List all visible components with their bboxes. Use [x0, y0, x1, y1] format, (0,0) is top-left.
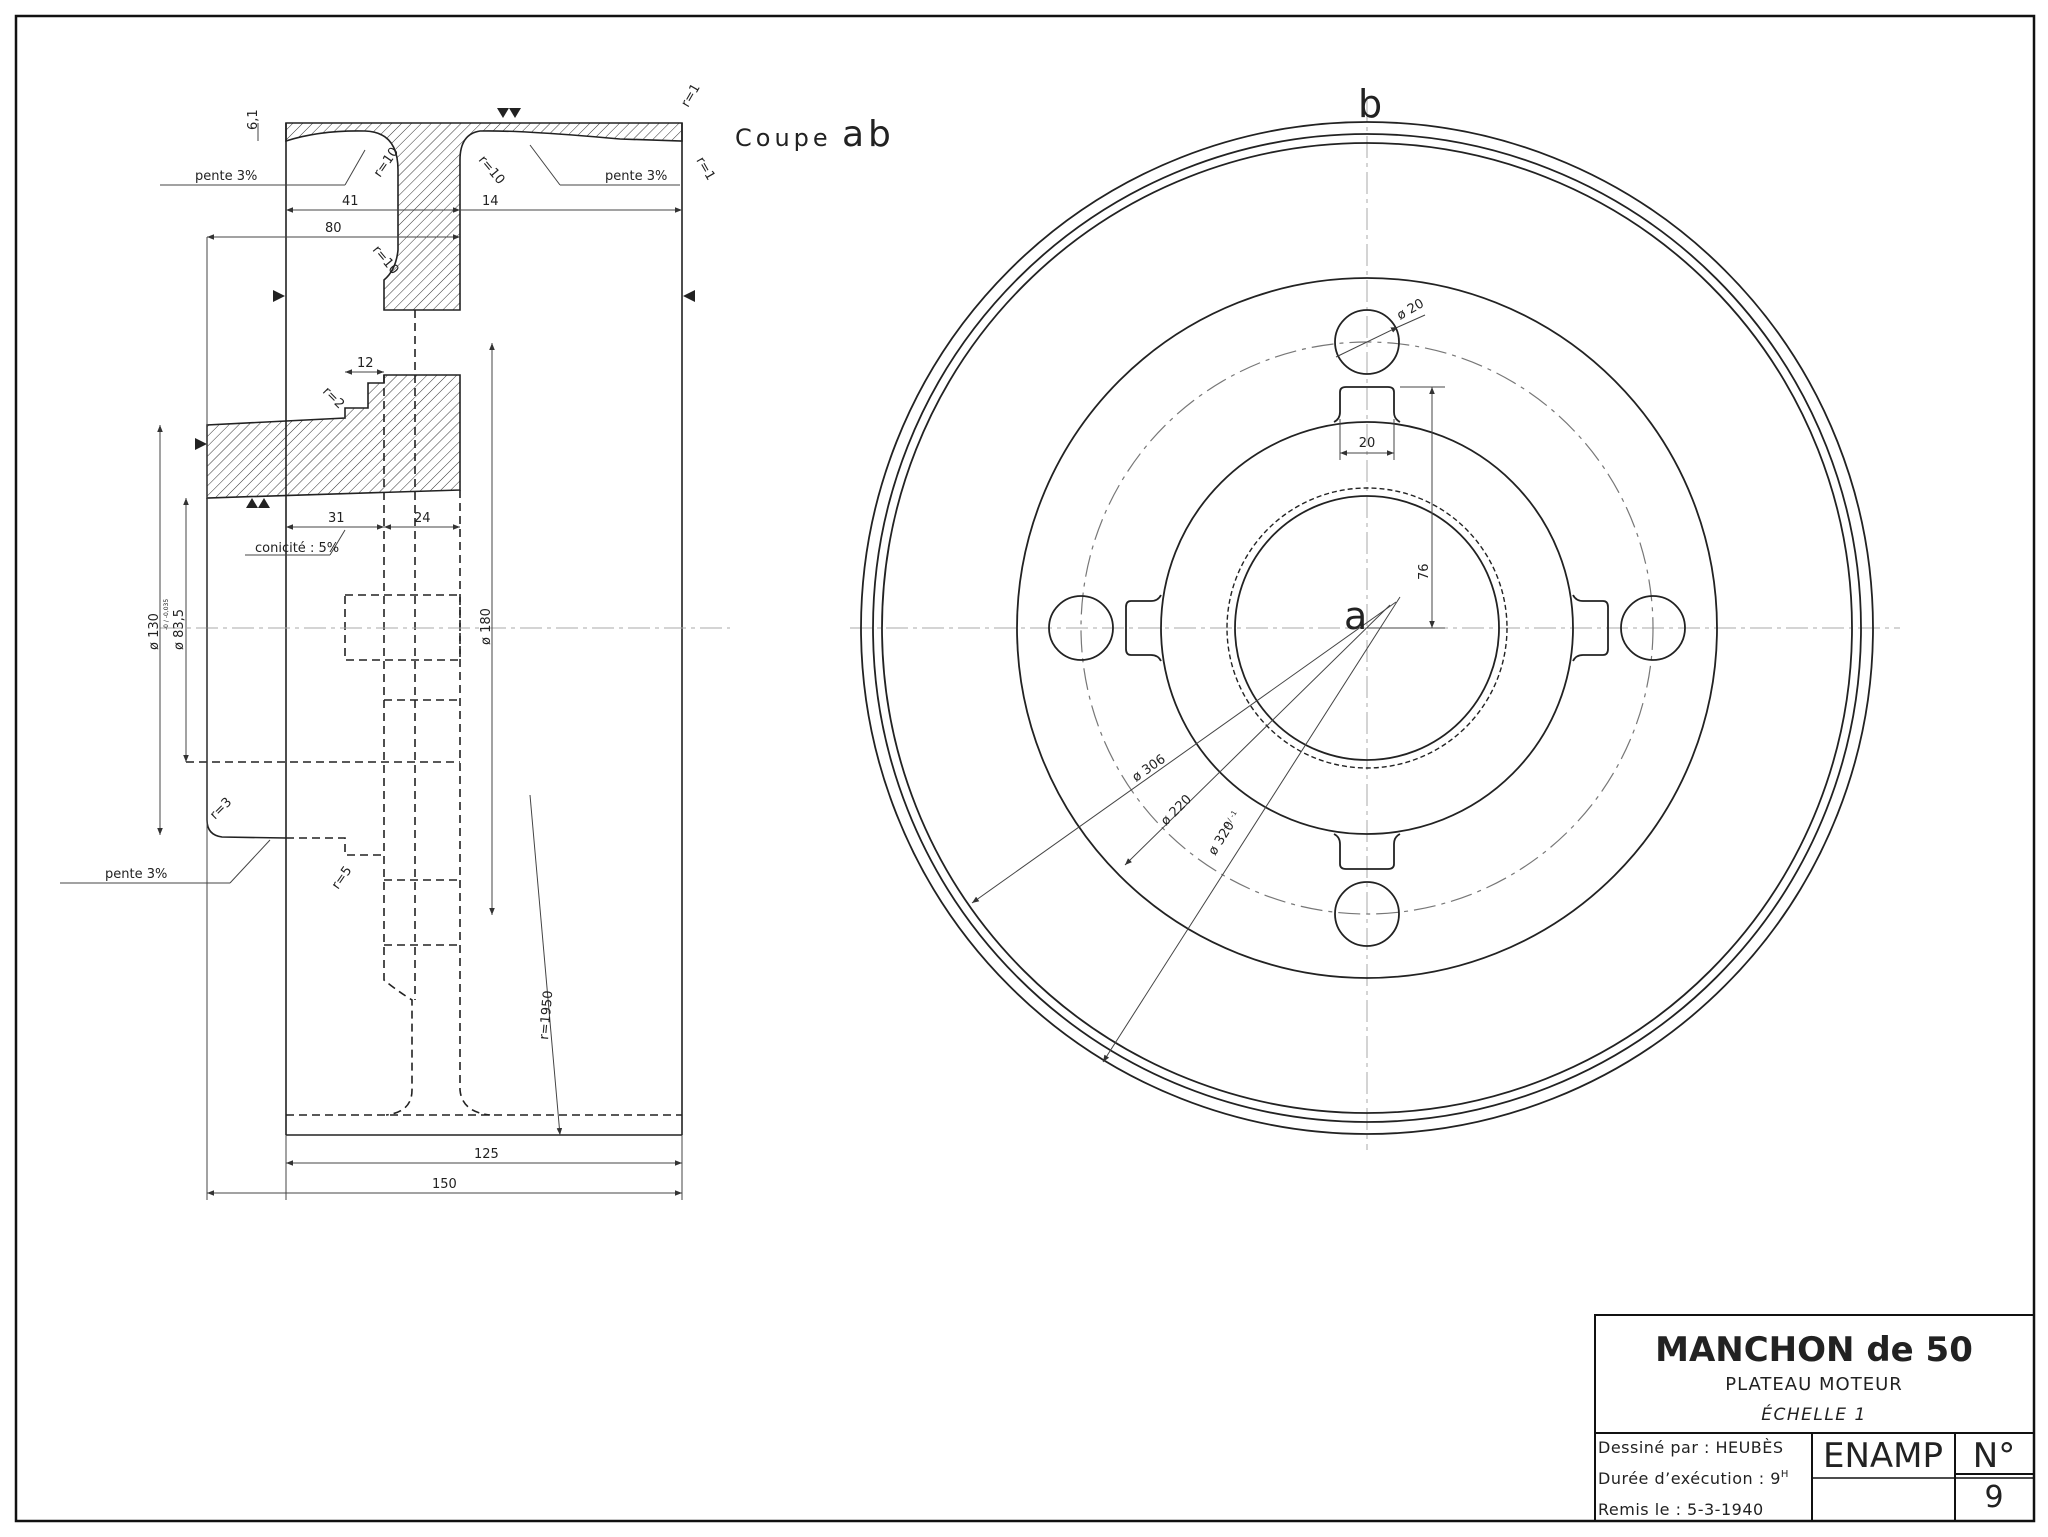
notch-left	[1125, 594, 1162, 662]
dim-phi20: ø 20	[1395, 296, 1427, 323]
dim-r1-top: r=1	[678, 81, 703, 110]
dim-80: 80	[325, 221, 342, 236]
bore	[1234, 495, 1500, 761]
section-hatch-hub	[206, 374, 461, 499]
dim-41: 41	[342, 194, 359, 209]
dim-14: 14	[482, 194, 499, 209]
bolt-hole-left	[1048, 595, 1114, 661]
section-hatch-rim	[285, 122, 683, 311]
notch-bottom	[1333, 833, 1401, 870]
coupe-letters: ab	[842, 114, 895, 155]
duration: Durée d’exécution : 9H	[1598, 1469, 1789, 1488]
section-label: Coupe ab	[735, 114, 895, 155]
dim-pente-bottom: pente 3%	[105, 867, 167, 882]
notch-right	[1572, 594, 1609, 662]
bolt-hole-bottom	[1334, 881, 1400, 947]
label-a: a	[1344, 594, 1367, 638]
title: MANCHON de 50	[1655, 1330, 1973, 1370]
dim-phi220: ø 220	[1158, 792, 1195, 829]
duration-text: Durée d’exécution : 9	[1598, 1469, 1781, 1488]
front-view	[850, 100, 1900, 1150]
hub-dashed-lower	[286, 837, 384, 856]
dim-pente-right: pente 3%	[605, 169, 667, 184]
dim-76: 76	[1417, 563, 1432, 580]
dim-20: 20	[1359, 436, 1376, 451]
dim-150: 150	[432, 1177, 457, 1192]
section-view	[60, 108, 730, 1200]
drawing-frame	[14, 14, 2036, 1523]
dim-31: 31	[328, 511, 345, 526]
number: 9	[1984, 1480, 2003, 1515]
dim-24: 24	[414, 511, 431, 526]
coupe-word: Coupe	[735, 124, 832, 152]
bolt-hole-right	[1620, 595, 1686, 661]
dim-r10-b: r=10	[475, 153, 508, 188]
dim-phi180: ø 180	[479, 608, 494, 645]
dim-6-1: 6,1	[246, 109, 261, 130]
hub-outer	[1016, 277, 1718, 979]
dim-r3: r=3	[207, 795, 235, 823]
dim-125: 125	[474, 1147, 499, 1162]
rim-outer	[860, 121, 1874, 1135]
rim-chamfer-2	[881, 142, 1853, 1114]
dim-tol83: -0 / -0,035	[163, 599, 170, 630]
dim-pente-left: pente 3%	[195, 169, 257, 184]
notch-top	[1333, 386, 1401, 423]
dim-phi83: ø 83,5	[172, 609, 187, 650]
dim-conicite: conicité : 5%	[255, 541, 339, 556]
web-hidden-right	[459, 490, 491, 1116]
bolt-hole-top	[1334, 309, 1400, 375]
dim-12: 12	[357, 356, 374, 371]
rim-chamfer-1	[872, 133, 1862, 1123]
school: ENAMP	[1823, 1436, 1943, 1476]
number-label: N°	[1973, 1436, 2015, 1476]
title-block	[1594, 1314, 2035, 1522]
subtitle: PLATEAU MOTEUR	[1725, 1374, 1903, 1395]
dim-phi130: ø 130	[147, 613, 162, 650]
bore-chamfer	[1226, 487, 1508, 769]
delivered: Remis le : 5-3-1940	[1598, 1500, 1764, 1519]
dim-r1-bottom: r=1	[693, 155, 718, 184]
hub-inner	[1160, 421, 1574, 835]
dim-r2: r=2	[319, 384, 347, 412]
label-b: b	[1358, 82, 1382, 126]
dim-phi306: ø 306	[1130, 752, 1169, 785]
dim-r5: r=5	[329, 864, 355, 893]
dim-r1950: r=1950	[537, 990, 556, 1040]
scale: ÉCHELLE 1	[1761, 1403, 1867, 1425]
duration-sup: H	[1781, 1469, 1789, 1480]
drawn-by: Dessiné par : HEUBÈS	[1598, 1438, 1784, 1457]
web-hidden-left	[383, 375, 413, 1116]
